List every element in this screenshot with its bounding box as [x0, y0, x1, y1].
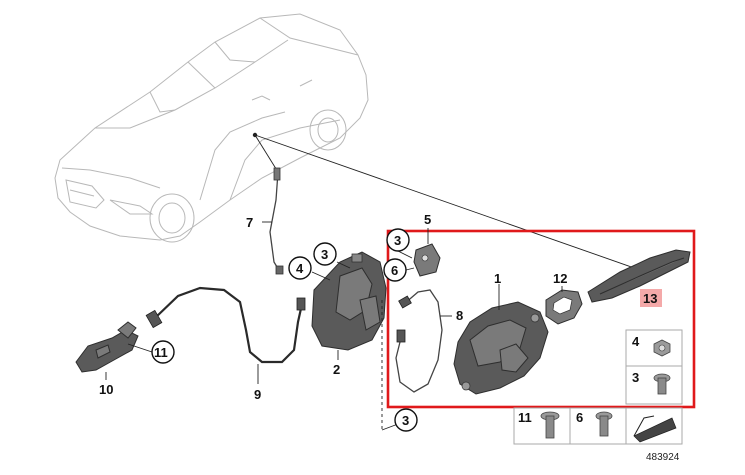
- leader-car-to-rod: [254, 134, 279, 173]
- car-outline-illustration: [54, 13, 369, 243]
- part-5-bracket: [413, 243, 441, 277]
- hardware-item-6-label: 6: [576, 410, 583, 425]
- callout-13: 13: [643, 291, 657, 306]
- callout-4-circle: [288, 256, 312, 280]
- hardware-item-4-label: 4: [632, 334, 640, 349]
- callout-3-handle-circle: [386, 228, 410, 252]
- part-9-cable: [145, 286, 306, 364]
- hardware-panel: 4 3: [625, 329, 683, 405]
- callout-3-bottom: 3: [402, 413, 409, 428]
- reference-number: 483924: [646, 452, 680, 463]
- screw-icon: [595, 411, 613, 437]
- part-10-lock-cylinder: [75, 321, 139, 373]
- callout-3-top: 3: [321, 247, 328, 262]
- callout-10: 10: [99, 382, 113, 397]
- callout-11-circle: [151, 340, 175, 364]
- highlight-box: [386, 229, 696, 409]
- callout-3-top-circle: [313, 242, 337, 266]
- callout-9: 9: [254, 387, 261, 402]
- callout-6: 6: [391, 263, 398, 278]
- callout-13-highlight: [640, 289, 662, 307]
- callout-3-bottom-circle: [394, 408, 418, 432]
- part-1-handle-carrier: [453, 301, 549, 395]
- part-13-door-handle: [587, 249, 691, 303]
- callout-8: 8: [456, 308, 463, 323]
- callout-3-handle: 3: [394, 233, 401, 248]
- part-12-gasket: [545, 289, 583, 325]
- callout-5: 5: [424, 212, 431, 227]
- screw-icon: [653, 373, 671, 395]
- callout-7: 7: [246, 215, 253, 230]
- hardware-item-11-label: 11: [518, 410, 532, 425]
- callout-4: 4: [296, 261, 304, 276]
- nut-icon: [653, 339, 671, 357]
- hardware-panel-bottom: 11 6: [513, 407, 683, 445]
- bolt-icon: [540, 411, 560, 439]
- part-2-door-lock: [311, 251, 387, 351]
- arrow-icon: [633, 415, 677, 443]
- hardware-item-3-label: 3: [632, 370, 639, 385]
- callout-6-circle: [383, 258, 407, 282]
- part-7-rod: [269, 167, 284, 275]
- callout-11: 11: [154, 345, 168, 360]
- part-8-bowden-cable: [395, 289, 443, 393]
- leader-car-to-handle: [254, 134, 641, 271]
- callout-2: 2: [333, 362, 340, 377]
- callout-1: 1: [494, 271, 501, 286]
- callout-12: 12: [553, 271, 567, 286]
